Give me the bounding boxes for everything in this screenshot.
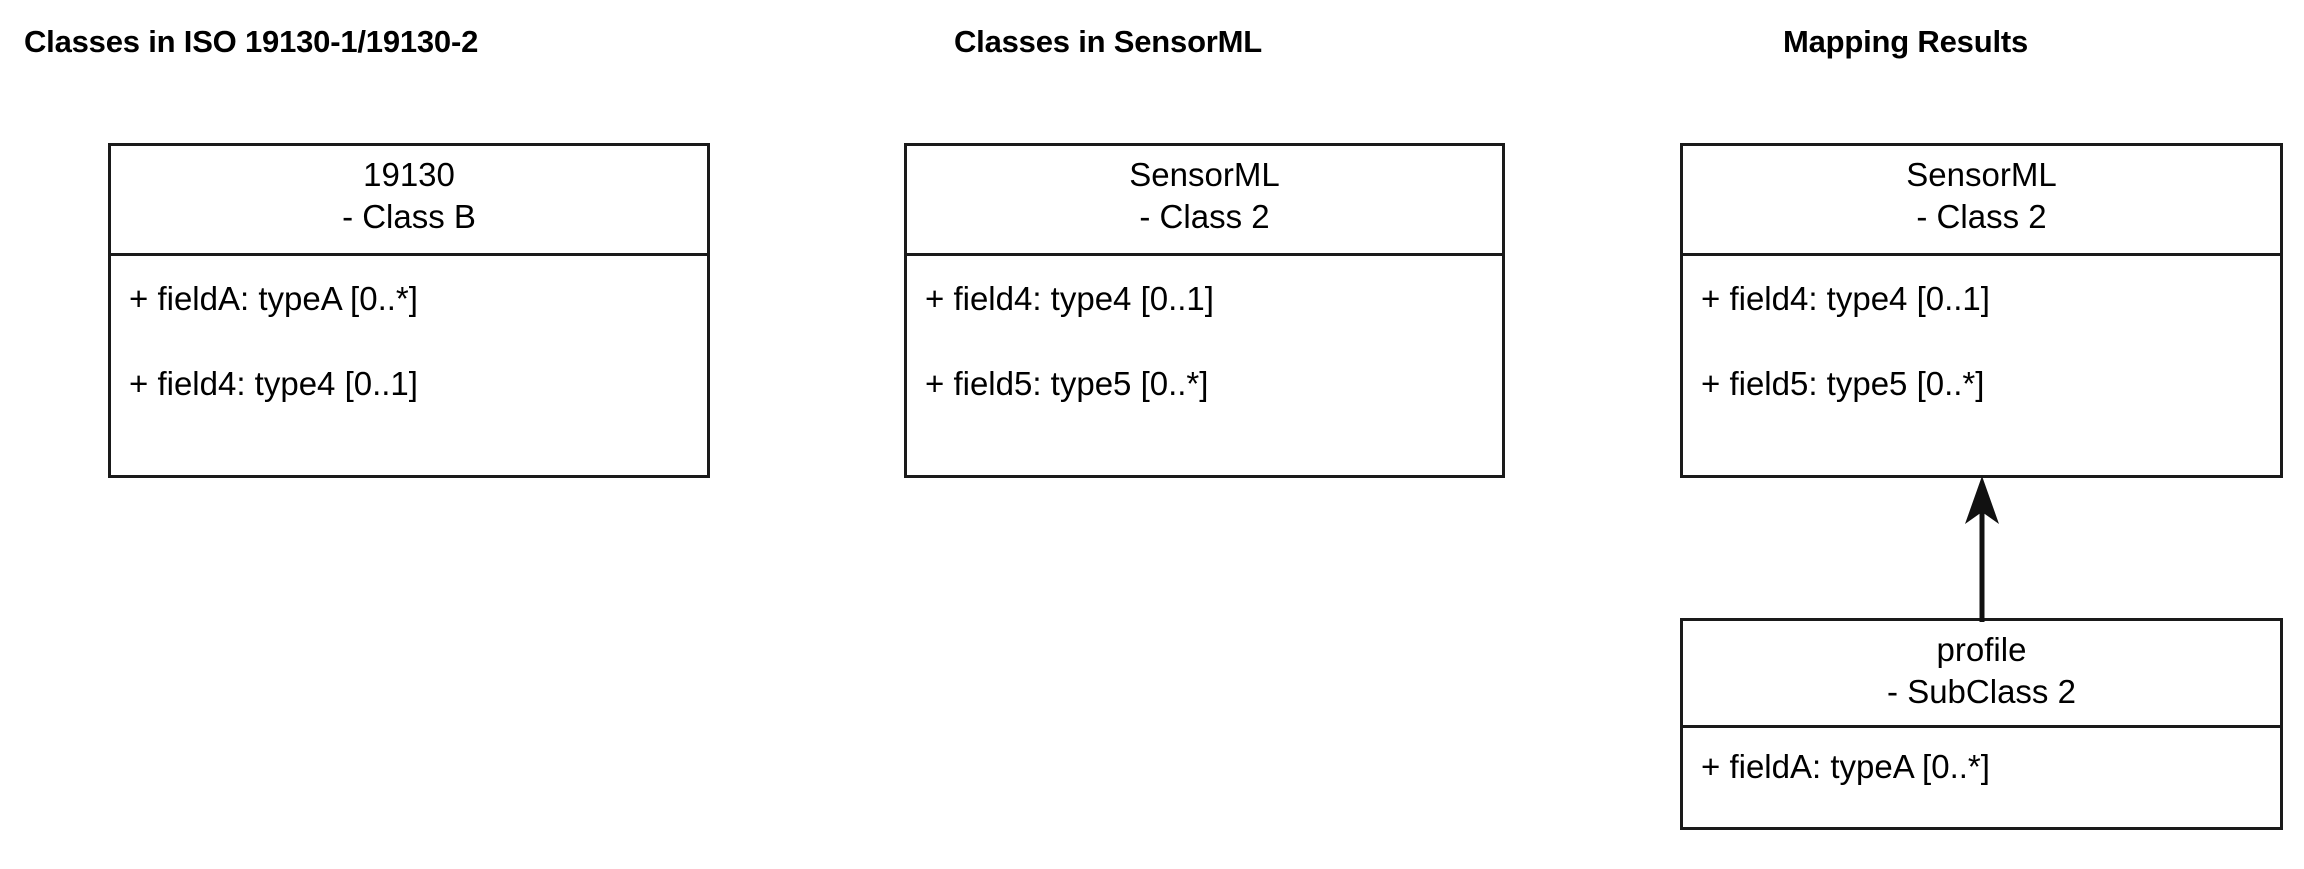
uml-class-name-line-1: SensorML (1906, 156, 2057, 193)
uml-attribute: + fieldA: typeA [0..*] (1701, 748, 1990, 785)
generalization-arrow-icon (1965, 476, 1999, 622)
uml-class-name-line-2: - Class B (342, 197, 476, 235)
uml-attribute: + fieldA: typeA [0..*] (129, 280, 418, 317)
uml-attribute-compartment: + field4: type4 [0..1] + field5: type5 [… (907, 256, 1502, 410)
uml-attribute: + field5: type5 [0..*] (1701, 365, 1985, 402)
uml-attribute-compartment: + field4: type4 [0..1] + field5: type5 [… (1683, 256, 2280, 410)
uml-class-name-line-1: profile (1936, 631, 2027, 668)
uml-class-box-mapped-sensorml-class-2[interactable]: SensorML - Class 2 + field4: type4 [0..1… (1680, 143, 2283, 478)
uml-class-name-line-2: - Class 2 (1139, 197, 1270, 235)
column-header-sensorml: Classes in SensorML (954, 24, 1263, 59)
uml-attribute-compartment: + fieldA: typeA [0..*] + field4: type4 [… (111, 256, 707, 410)
uml-attribute: + field4: type4 [0..1] (129, 365, 418, 402)
column-header-iso: Classes in ISO 19130-1/19130-2 (24, 24, 479, 59)
column-header-mapping-results: Mapping Results (1783, 24, 2029, 59)
uml-attribute: + field4: type4 [0..1] (925, 280, 1214, 317)
uml-class-name-line-2: - SubClass 2 (1887, 672, 2076, 710)
uml-class-name-compartment: SensorML - Class 2 (907, 146, 1502, 256)
uml-class-name-line-1: 19130 (363, 156, 455, 193)
uml-class-name-line-2: - Class 2 (1916, 197, 2047, 235)
uml-class-box-19130-class-b[interactable]: 19130 - Class B + fieldA: typeA [0..*] +… (108, 143, 710, 478)
uml-class-box-profile-subclass-2[interactable]: profile - SubClass 2 + fieldA: typeA [0.… (1680, 618, 2283, 830)
uml-class-name-compartment: profile - SubClass 2 (1683, 621, 2280, 728)
uml-class-name-line-1: SensorML (1129, 156, 1280, 193)
uml-class-box-sensorml-class-2[interactable]: SensorML - Class 2 + field4: type4 [0..1… (904, 143, 1505, 478)
uml-attribute: + field4: type4 [0..1] (1701, 280, 1990, 317)
uml-class-name-compartment: SensorML - Class 2 (1683, 146, 2280, 256)
uml-attribute-compartment: + fieldA: typeA [0..*] (1683, 728, 2280, 793)
uml-attribute: + field5: type5 [0..*] (925, 365, 1209, 402)
uml-class-name-compartment: 19130 - Class B (111, 146, 707, 256)
